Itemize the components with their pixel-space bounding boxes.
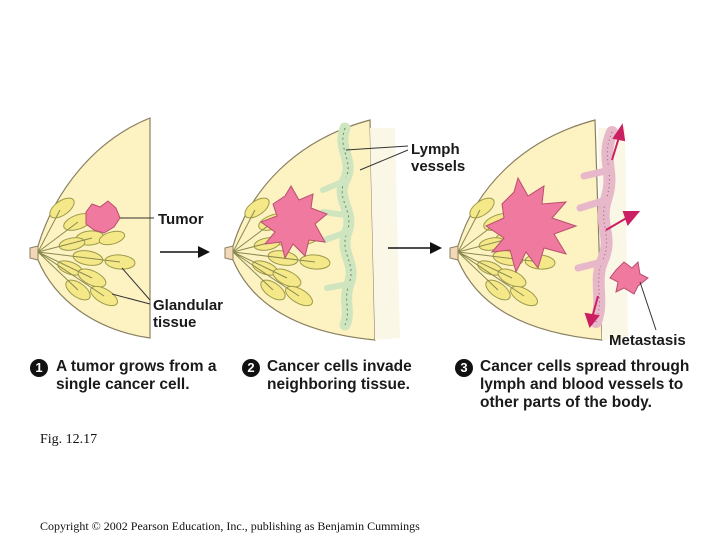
step-2-caption: Cancer cells invade neighboring tissue. bbox=[267, 358, 412, 393]
invading-tumor bbox=[259, 185, 328, 260]
spreading-tumor bbox=[484, 176, 578, 274]
metastatic-cell bbox=[609, 260, 649, 295]
arrow-1-to-2 bbox=[160, 246, 210, 258]
step-3-number: 3 bbox=[455, 359, 473, 377]
label-tumor: Tumor bbox=[158, 211, 204, 228]
label-glandular-tissue: Glandular tissue bbox=[153, 297, 224, 331]
panel-2-breast bbox=[224, 119, 400, 341]
step-1-number: 1 bbox=[30, 359, 48, 377]
copyright-notice: Copyright © 2002 Pearson Education, Inc.… bbox=[40, 519, 420, 533]
step-1-caption: A tumor grows from a single cancer cell. bbox=[56, 358, 217, 393]
panel-1-breast bbox=[29, 117, 154, 339]
step-2-number: 2 bbox=[242, 359, 260, 377]
label-metastasis: Metastasis bbox=[609, 332, 686, 349]
spread-arrows bbox=[584, 123, 641, 329]
arrow-2-to-3 bbox=[388, 242, 442, 254]
figure-label: Fig. 12.17 bbox=[40, 432, 98, 447]
label-lymph-vessels: Lymph vessels bbox=[411, 141, 466, 175]
step-3-caption: Cancer cells spread through lymph and bl… bbox=[480, 358, 690, 411]
panel-3-breast bbox=[449, 119, 649, 341]
